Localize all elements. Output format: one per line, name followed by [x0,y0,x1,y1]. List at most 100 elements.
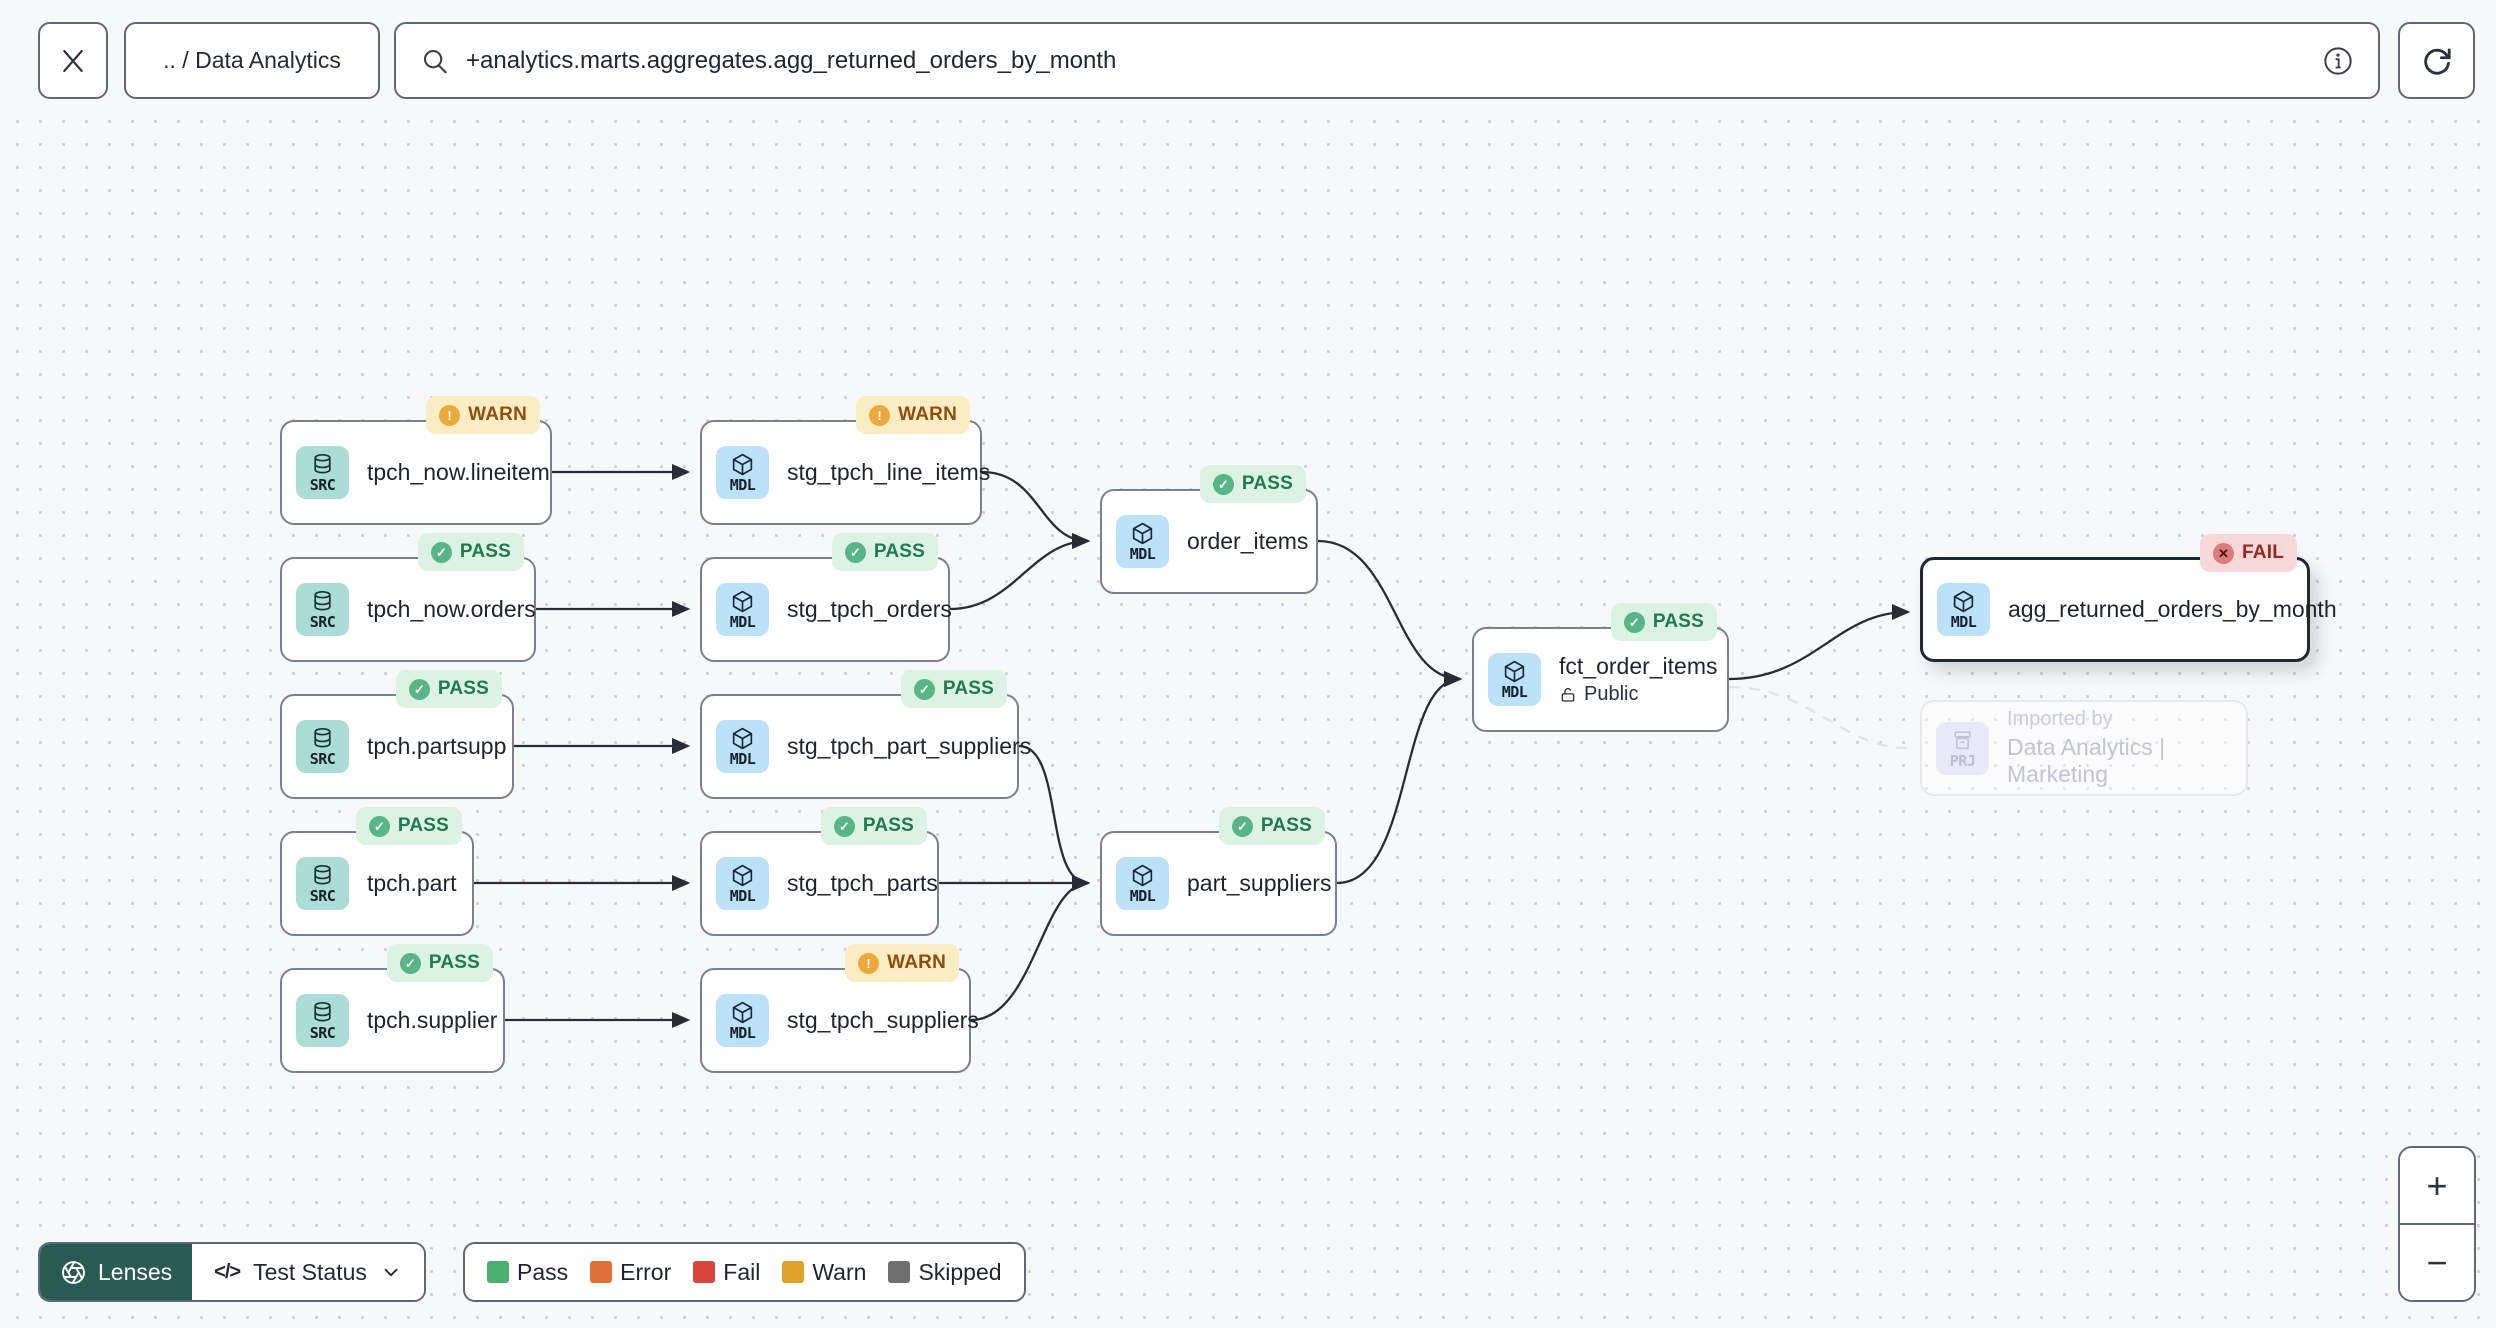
graph-node-stg-tpch-parts[interactable]: ✓ PASS MDL stg_tpch_parts [700,807,939,936]
graph-node-stg-tpch-orders[interactable]: ✓ PASS MDL stg_tpch_orders [700,533,952,662]
node-label: tpch_now.orders [367,596,536,622]
graph-node-part-suppliers[interactable]: ✓ PASS MDL part_suppliers [1100,807,1337,936]
model-type-icon: MDL [1488,653,1541,706]
check-icon: ✓ [1623,611,1645,633]
status-label: PASS [459,541,511,562]
error-swatch [590,1261,613,1283]
model-type-icon: MDL [716,583,769,636]
node-label: stg_tpch_parts [787,870,938,896]
node-label: tpch.supplier [367,1007,498,1033]
graph-node-tpch-now-lineitem[interactable]: ! WARN SRC tpch_now.lineitem [280,396,552,525]
cube-icon [1132,522,1153,545]
node-label: stg_tpch_line_items [787,459,991,485]
database-icon [314,1001,331,1022]
model-type-icon: MDL [1116,857,1169,910]
node-label: agg_returned_orders_by_month [2008,596,2337,622]
status-badge: ✕ FAIL [2200,534,2297,572]
cube-icon [1504,660,1525,683]
warn-icon: ! [439,404,461,426]
status-badge: ✓ PASS [831,533,938,571]
source-type-icon: SRC [296,857,349,910]
status-label: PASS [873,541,925,562]
status-badge: ! WARN [426,396,540,434]
graph-node-tpch-part[interactable]: ✓ PASS SRC tpch.part [280,807,474,936]
status-badge: ✓ PASS [395,670,502,708]
node-label: tpch.partsupp [367,733,507,759]
cube-icon [732,1001,753,1024]
lens-control: Lenses </> Test Status [38,1242,426,1302]
pass-swatch [487,1261,509,1283]
status-label: PASS [1652,611,1704,632]
graph-node-fct-order-items[interactable]: ✓ PASS MDL fct_order_items Public [1472,603,1729,732]
check-icon: ✓ [913,678,935,700]
imported-by-label: Imported by [2007,708,2113,730]
status-badge: ! WARN [845,944,959,982]
cube-icon [732,864,753,887]
legend-item-fail: Fail [693,1259,760,1286]
skipped-swatch [888,1261,911,1283]
model-type-icon: MDL [716,857,769,910]
check-icon: ✓ [833,815,855,837]
graph-node-tpch-partsupp[interactable]: ✓ PASS SRC tpch.partsupp [280,670,514,799]
project-type-icon: PRJ [1936,721,1989,775]
cube-icon [1132,864,1153,887]
close-button[interactable] [38,22,108,99]
graph-node-stg-tpch-part-suppliers[interactable]: ✓ PASS MDL stg_tpch_part_suppliers [700,670,1031,799]
check-icon: ✓ [368,815,390,837]
node-label: stg_tpch_part_suppliers [787,733,1032,759]
graph-node-tpch-supplier[interactable]: ✓ PASS SRC tpch.supplier [280,944,505,1073]
warn-icon: ! [869,404,891,426]
status-badge: ✓ PASS [1199,465,1306,503]
graph-node-stg-tpch-line-items[interactable]: ! WARN MDL stg_tpch_line_items [700,396,990,525]
refresh-icon [2423,48,2451,75]
cube-icon [732,453,753,476]
status-badge: ✓ PASS [386,944,493,982]
node-label: stg_tpch_suppliers [787,1007,979,1033]
info-icon[interactable] [2322,45,2354,77]
graph-node-tpch-now-orders[interactable]: ✓ PASS SRC tpch_now.orders [280,533,536,662]
status-label: WARN [898,404,957,425]
graph-node-stg-tpch-suppliers[interactable]: ! WARN MDL stg_tpch_suppliers [700,944,979,1073]
warn-icon: ! [858,952,880,974]
check-icon: ✓ [408,678,430,700]
breadcrumb-label: .. / Data Analytics [163,47,341,73]
code-icon: </> [214,1260,241,1283]
legend-item-warn: Warn [782,1259,866,1286]
status-badge: ! WARN [856,396,970,434]
check-icon: ✓ [844,541,866,563]
access-badge: Public [1559,683,1718,706]
model-type-icon: MDL [1937,583,1990,636]
lenses-button[interactable]: Lenses [40,1244,193,1300]
database-icon [314,453,331,474]
zoom-controls: + − [2398,1146,2476,1302]
zoom-in-button[interactable]: + [2400,1148,2474,1225]
close-icon [63,49,83,72]
check-icon: ✓ [1231,815,1253,837]
graph-node-agg-returned-orders-by-month[interactable]: ✕ FAIL MDL agg_returned_orders_by_month [1920,534,2337,662]
search-input[interactable] [466,46,2306,75]
node-label: tpch_now.lineitem [367,459,550,485]
search-bar[interactable] [394,22,2380,99]
status-label: PASS [428,952,480,973]
search-icon [423,49,447,73]
lenses-label: Lenses [98,1258,173,1285]
refresh-button[interactable] [2398,22,2475,99]
status-label: WARN [887,952,946,973]
breadcrumb[interactable]: .. / Data Analytics [124,22,380,99]
imported-project-name: Data Analytics | Marketing [2007,734,2166,787]
warn-swatch [782,1261,805,1283]
status-label: PASS [1260,815,1312,836]
graph-node-order-items[interactable]: ✓ PASS MDL order_items [1100,465,1318,594]
database-icon [314,590,331,611]
status-label: PASS [862,815,914,836]
model-type-icon: MDL [716,994,769,1047]
node-label: stg_tpch_orders [787,596,952,622]
fail-swatch [693,1261,716,1283]
node-label: order_items [1187,528,1309,554]
source-type-icon: SRC [296,720,349,773]
zoom-out-button[interactable]: − [2400,1225,2474,1300]
lens-selector-test-status[interactable]: </> Test Status [192,1244,424,1300]
status-badge: ✓ PASS [900,670,1007,708]
database-icon [314,864,331,885]
